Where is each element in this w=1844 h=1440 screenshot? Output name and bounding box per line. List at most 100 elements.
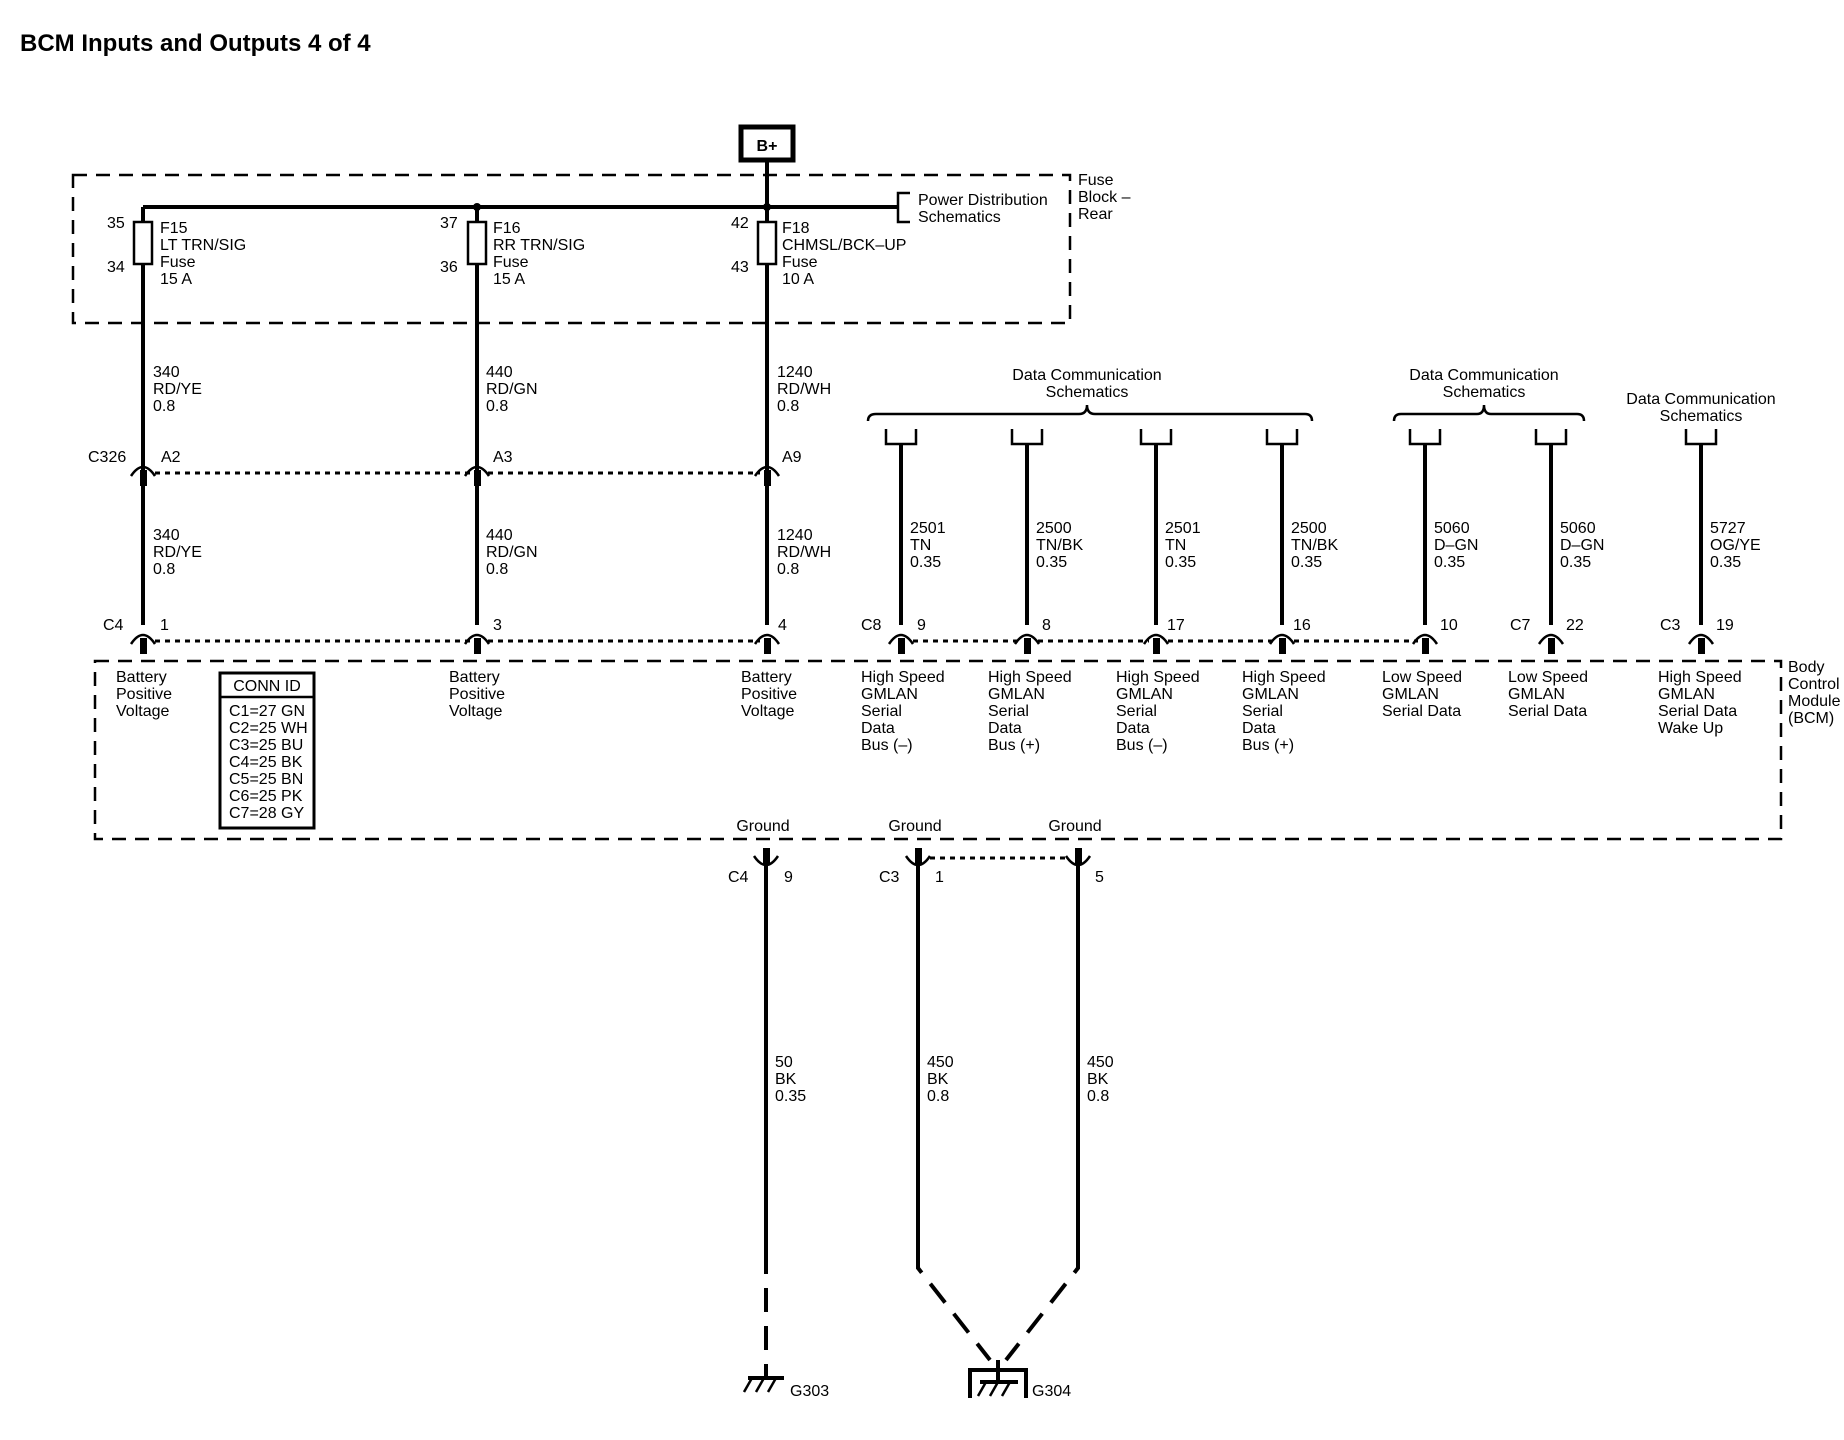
- svg-text:37: 37: [440, 215, 458, 232]
- ground-wire-450-b: 450 BK 0.8: [1004, 866, 1114, 1362]
- svg-text:Voltage: Voltage: [449, 703, 502, 720]
- svg-text:Bus (+): Bus (+): [1242, 737, 1294, 754]
- svg-text:440: 440: [486, 527, 513, 544]
- svg-text:0.8: 0.8: [777, 561, 799, 578]
- svg-text:0.8: 0.8: [927, 1088, 949, 1105]
- svg-text:0.8: 0.8: [153, 561, 175, 578]
- svg-text:Bus (–): Bus (–): [861, 737, 913, 754]
- svg-text:High Speed: High Speed: [988, 669, 1072, 686]
- conn-id-header: CONN ID: [233, 678, 301, 695]
- svg-text:GMLAN: GMLAN: [1116, 686, 1173, 703]
- svg-text:450: 450: [1087, 1054, 1114, 1071]
- bcm-function-label: Battery Positive Voltage: [449, 669, 505, 720]
- bcm-function-label: Low Speed GMLAN Serial Data: [1508, 669, 1588, 720]
- svg-text:0.35: 0.35: [910, 554, 941, 571]
- svg-text:TN/BK: TN/BK: [1036, 537, 1083, 554]
- svg-text:Bus (–): Bus (–): [1116, 737, 1168, 754]
- svg-text:High Speed: High Speed: [1242, 669, 1326, 686]
- svg-text:Voltage: Voltage: [741, 703, 794, 720]
- svg-text:Fuse: Fuse: [782, 254, 818, 271]
- ground-connectors: C4 9 C3 1 5: [728, 848, 1104, 886]
- svg-text:340: 340: [153, 527, 180, 544]
- lower-wire-label: 440 RD/GN 0.8: [486, 527, 538, 578]
- svg-text:RD/WH: RD/WH: [777, 381, 831, 398]
- svg-text:Schematics: Schematics: [918, 209, 1001, 226]
- svg-text:BK: BK: [1087, 1071, 1109, 1088]
- svg-text:Schematics: Schematics: [1046, 384, 1129, 401]
- svg-text:1240: 1240: [777, 364, 813, 381]
- svg-text:10 A: 10 A: [782, 271, 814, 288]
- svg-text:0.35: 0.35: [1710, 554, 1741, 571]
- svg-text:OG/YE: OG/YE: [1710, 537, 1761, 554]
- svg-text:Data Communication: Data Communication: [1012, 367, 1161, 384]
- svg-text:0.8: 0.8: [486, 561, 508, 578]
- data-wire-5727: 5727 OG/YE 0.35: [1684, 429, 1761, 625]
- svg-text:GMLAN: GMLAN: [1658, 686, 1715, 703]
- svg-text:0.35: 0.35: [1560, 554, 1591, 571]
- svg-text:Body: Body: [1788, 659, 1824, 676]
- ground-label: Ground: [736, 818, 789, 835]
- svg-text:Data: Data: [988, 720, 1022, 737]
- power-distribution-ref[interactable]: Power Distribution Schematics: [918, 192, 1048, 226]
- svg-text:Battery: Battery: [116, 669, 167, 686]
- svg-text:3: 3: [493, 617, 502, 634]
- svg-text:4: 4: [778, 617, 787, 634]
- svg-text:5: 5: [1095, 869, 1104, 886]
- svg-text:Battery: Battery: [449, 669, 500, 686]
- svg-text:TN: TN: [1165, 537, 1186, 554]
- ground-g303: G303: [742, 1376, 829, 1400]
- svg-text:440: 440: [486, 364, 513, 381]
- svg-text:GMLAN: GMLAN: [861, 686, 918, 703]
- svg-text:Serial: Serial: [1242, 703, 1283, 720]
- fuse-block-outline: [71, 173, 1072, 325]
- svg-text:Schematics: Schematics: [1660, 408, 1743, 425]
- svg-text:Data Communication: Data Communication: [1626, 391, 1775, 408]
- data-comm-ref-high-speed[interactable]: Data Communication Schematics: [866, 367, 1314, 422]
- svg-text:Data Communication: Data Communication: [1409, 367, 1558, 384]
- svg-text:C1=27 GN: C1=27 GN: [229, 703, 305, 720]
- svg-text:0.8: 0.8: [777, 398, 799, 415]
- svg-text:Battery: Battery: [741, 669, 792, 686]
- svg-text:High Speed: High Speed: [1116, 669, 1200, 686]
- power-distribution-ref-bracket: [896, 191, 910, 224]
- svg-text:Control: Control: [1788, 676, 1840, 693]
- svg-text:Serial Data: Serial Data: [1658, 703, 1737, 720]
- svg-text:RD/WH: RD/WH: [777, 544, 831, 561]
- svg-text:High Speed: High Speed: [1658, 669, 1742, 686]
- bcm-function-label: Battery Positive Voltage: [116, 669, 172, 720]
- svg-text:Schematics: Schematics: [1443, 384, 1526, 401]
- data-comm-ref-low-speed[interactable]: Data Communication Schematics: [1392, 367, 1586, 422]
- fuse-f16: 37 36 F16 RR TRN/SIG Fuse 15 A: [440, 207, 585, 625]
- fuse-block-label: Fuse Block – Rear: [1078, 172, 1131, 223]
- fuse-symbol: [756, 220, 778, 266]
- data-comm-ref-wake-up[interactable]: Data Communication Schematics: [1626, 391, 1775, 425]
- svg-text:F16: F16: [493, 220, 521, 237]
- svg-text:43: 43: [731, 259, 749, 276]
- ground-g303-label: G303: [790, 1383, 829, 1400]
- bcm-function-label: Battery Positive Voltage: [741, 669, 797, 720]
- svg-text:RD/YE: RD/YE: [153, 544, 202, 561]
- svg-text:A9: A9: [782, 449, 802, 466]
- connector-c326: C326 A2 A3 A9: [88, 449, 802, 486]
- svg-text:15 A: 15 A: [160, 271, 192, 288]
- ground-wire-450-a: 450 BK 0.8: [916, 866, 992, 1362]
- svg-text:C5=25 BN: C5=25 BN: [229, 771, 303, 788]
- svg-text:C4: C4: [728, 869, 749, 886]
- svg-text:D–GN: D–GN: [1434, 537, 1478, 554]
- svg-text:2500: 2500: [1036, 520, 1072, 537]
- bcm-function-label: High Speed GMLAN Serial Data Wake Up: [1658, 669, 1742, 737]
- fuse-f15: 35 34 F15 LT TRN/SIG Fuse 15 A: [107, 207, 246, 625]
- svg-text:50: 50: [775, 1054, 793, 1071]
- svg-text:Bus (+): Bus (+): [988, 737, 1040, 754]
- bcm-label: Body Control Module (BCM): [1788, 659, 1841, 727]
- svg-text:15 A: 15 A: [493, 271, 525, 288]
- svg-text:Fuse: Fuse: [160, 254, 196, 271]
- svg-text:10: 10: [1440, 617, 1458, 634]
- svg-text:RR TRN/SIG: RR TRN/SIG: [493, 237, 585, 254]
- svg-text:LT TRN/SIG: LT TRN/SIG: [160, 237, 246, 254]
- battery-positive-box: B+: [738, 124, 796, 163]
- svg-text:340: 340: [153, 364, 180, 381]
- upper-wire-label: 440 RD/GN 0.8: [486, 364, 538, 415]
- svg-text:0.35: 0.35: [1165, 554, 1196, 571]
- data-wire-5060-b: 5060 D–GN 0.35: [1534, 429, 1604, 625]
